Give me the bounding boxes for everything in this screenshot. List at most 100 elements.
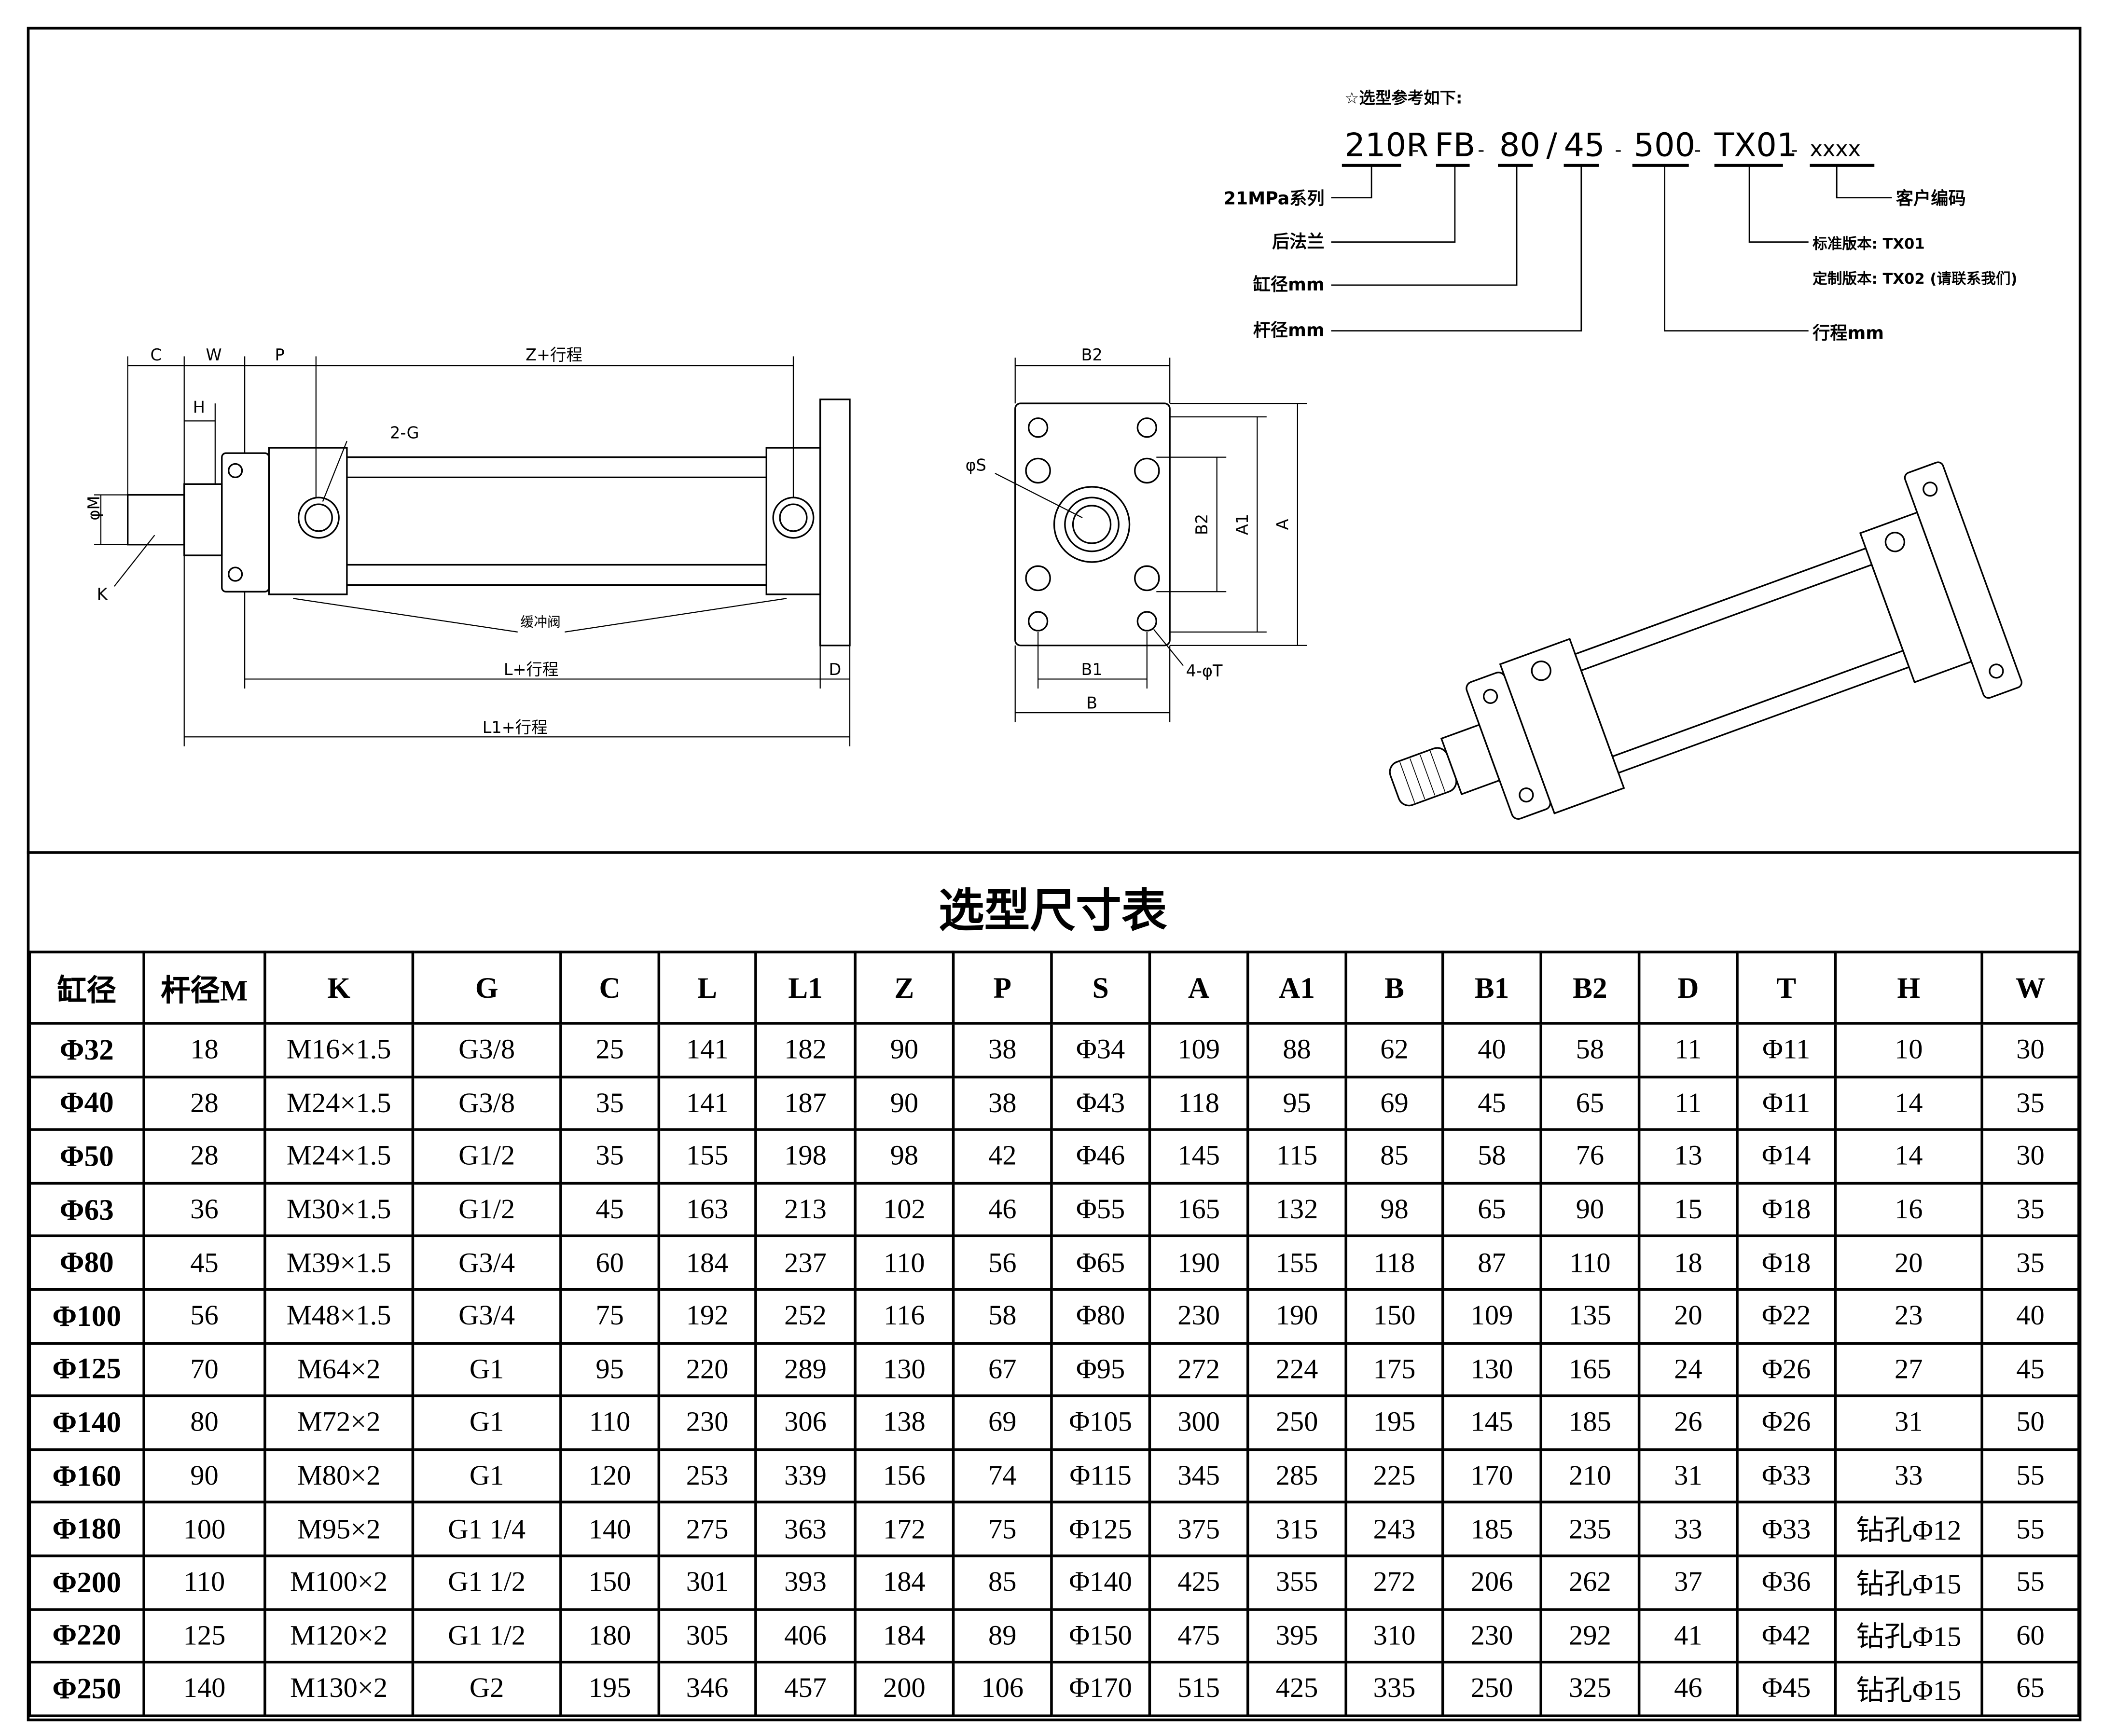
- table-cell-D: 33: [1637, 1501, 1739, 1557]
- table-cell-L: 346: [657, 1661, 757, 1717]
- table-cell-C: 195: [559, 1661, 661, 1717]
- table-cell-P: 69: [952, 1394, 1053, 1451]
- table-cell-P: 38: [952, 1022, 1053, 1078]
- table-cell-缸径: Φ80: [28, 1235, 145, 1291]
- table-cell-L: 141: [657, 1022, 757, 1078]
- table-cell-Z: 184: [854, 1554, 955, 1611]
- dim-L: L+行程: [504, 660, 559, 679]
- code-sep: -: [1791, 139, 1798, 161]
- table-cell-Z: 184: [854, 1607, 955, 1664]
- table-cell-S: Φ150: [1050, 1607, 1151, 1664]
- table-cell-W: 55: [1980, 1447, 2080, 1504]
- table-cell-S: Φ105: [1050, 1394, 1151, 1451]
- code-mount: FB: [1435, 126, 1475, 164]
- table-cell-P: 89: [952, 1607, 1053, 1664]
- code-sep: -: [1412, 139, 1419, 161]
- table-cell-B: 98: [1344, 1182, 1444, 1238]
- dim-L1: L1+行程: [483, 718, 548, 737]
- table-cell-T: Φ14: [1736, 1128, 1837, 1185]
- table-cell-Z: 90: [854, 1022, 955, 1078]
- table-cell-T: Φ22: [1736, 1288, 1837, 1344]
- table-cell-T: Φ42: [1736, 1607, 1837, 1664]
- table-cell-L1: 252: [754, 1288, 857, 1344]
- table-cell-B2: 210: [1539, 1447, 1641, 1504]
- column-header: H: [1834, 951, 1983, 1025]
- table-cell-L: 253: [657, 1447, 757, 1504]
- table-cell-C: 150: [559, 1554, 661, 1611]
- table-cell-B2: 185: [1539, 1394, 1641, 1451]
- table-cell-T: Φ11: [1736, 1075, 1837, 1131]
- table-cell-T: Φ33: [1736, 1447, 1837, 1504]
- column-header: Z: [854, 951, 955, 1025]
- table-cell-A1: 115: [1246, 1128, 1347, 1185]
- table-cell-G: G1/2: [411, 1182, 562, 1238]
- label-custom-version: 定制版本: TX02 (请联系我们): [1812, 271, 2017, 288]
- table-cell-K: M24×1.5: [263, 1075, 415, 1131]
- table-cell-A: 145: [1148, 1128, 1249, 1185]
- table-cell-杆径M: 80: [142, 1394, 266, 1451]
- table-cell-B: 118: [1344, 1235, 1444, 1291]
- column-header: 杆径M: [142, 951, 266, 1025]
- code-sep: -: [1615, 139, 1621, 161]
- table-cell-Z: 98: [854, 1128, 955, 1185]
- table-cell-G: G1 1/2: [411, 1607, 562, 1664]
- column-header: A: [1148, 951, 1249, 1025]
- table-cell-H: 33: [1834, 1447, 1983, 1504]
- code-rod: 45: [1564, 126, 1605, 164]
- table-cell-A: 345: [1148, 1447, 1249, 1504]
- table-cell-Z: 90: [854, 1075, 955, 1131]
- table-cell-P: 74: [952, 1447, 1053, 1504]
- table-cell-杆径M: 140: [142, 1661, 266, 1717]
- table-cell-K: M72×2: [263, 1394, 415, 1451]
- column-header: L1: [754, 951, 857, 1025]
- column-header: B2: [1539, 951, 1641, 1025]
- column-header: D: [1637, 951, 1739, 1025]
- table-cell-L: 230: [657, 1394, 757, 1451]
- dim-B2-top: B2: [1081, 345, 1102, 364]
- column-header: L: [657, 951, 757, 1025]
- table-cell-L: 220: [657, 1341, 757, 1398]
- table-cell-S: Φ115: [1050, 1447, 1151, 1504]
- table-cell-A1: 425: [1246, 1661, 1347, 1717]
- label-bore: 缸径mm: [1253, 274, 1325, 295]
- table-cell-C: 60: [559, 1235, 661, 1291]
- table-cell-D: 26: [1637, 1394, 1739, 1451]
- dim-T: 4-φT: [1186, 661, 1223, 680]
- table-cell-L1: 213: [754, 1182, 857, 1238]
- table-cell-L1: 289: [754, 1341, 857, 1398]
- dim-P: P: [275, 345, 284, 364]
- column-header: K: [263, 951, 415, 1025]
- column-header: C: [559, 951, 661, 1025]
- table-title: 选型尺寸表: [938, 884, 1167, 939]
- table-cell-缸径: Φ100: [28, 1288, 145, 1344]
- table-cell-B: 310: [1344, 1607, 1444, 1664]
- table-cell-T: Φ18: [1736, 1235, 1837, 1291]
- table-cell-G: G3/4: [411, 1235, 562, 1291]
- table-cell-缸径: Φ250: [28, 1661, 145, 1717]
- table-cell-A1: 224: [1246, 1341, 1347, 1398]
- dim-B: B: [1086, 694, 1097, 713]
- table-cell-A: 190: [1148, 1235, 1249, 1291]
- table-cell-杆径M: 56: [142, 1288, 266, 1344]
- table-cell-G: G1/2: [411, 1128, 562, 1185]
- table-cell-Z: 116: [854, 1288, 955, 1344]
- table-cell-A1: 285: [1246, 1447, 1347, 1504]
- cushion-valve-label: 缓冲阀: [520, 614, 561, 630]
- table-cell-S: Φ34: [1050, 1022, 1151, 1078]
- dim-Z: Z+行程: [526, 345, 582, 364]
- table-cell-A1: 95: [1246, 1075, 1347, 1131]
- table-cell-B: 272: [1344, 1554, 1444, 1611]
- drawing-frame: [27, 27, 2082, 1722]
- table-cell-H: 27: [1834, 1341, 1983, 1398]
- column-header: 缸径: [28, 951, 145, 1025]
- table-cell-L1: 187: [754, 1075, 857, 1131]
- table-cell-W: 40: [1980, 1288, 2080, 1344]
- table-cell-B2: 165: [1539, 1341, 1641, 1398]
- table-cell-缸径: Φ180: [28, 1501, 145, 1557]
